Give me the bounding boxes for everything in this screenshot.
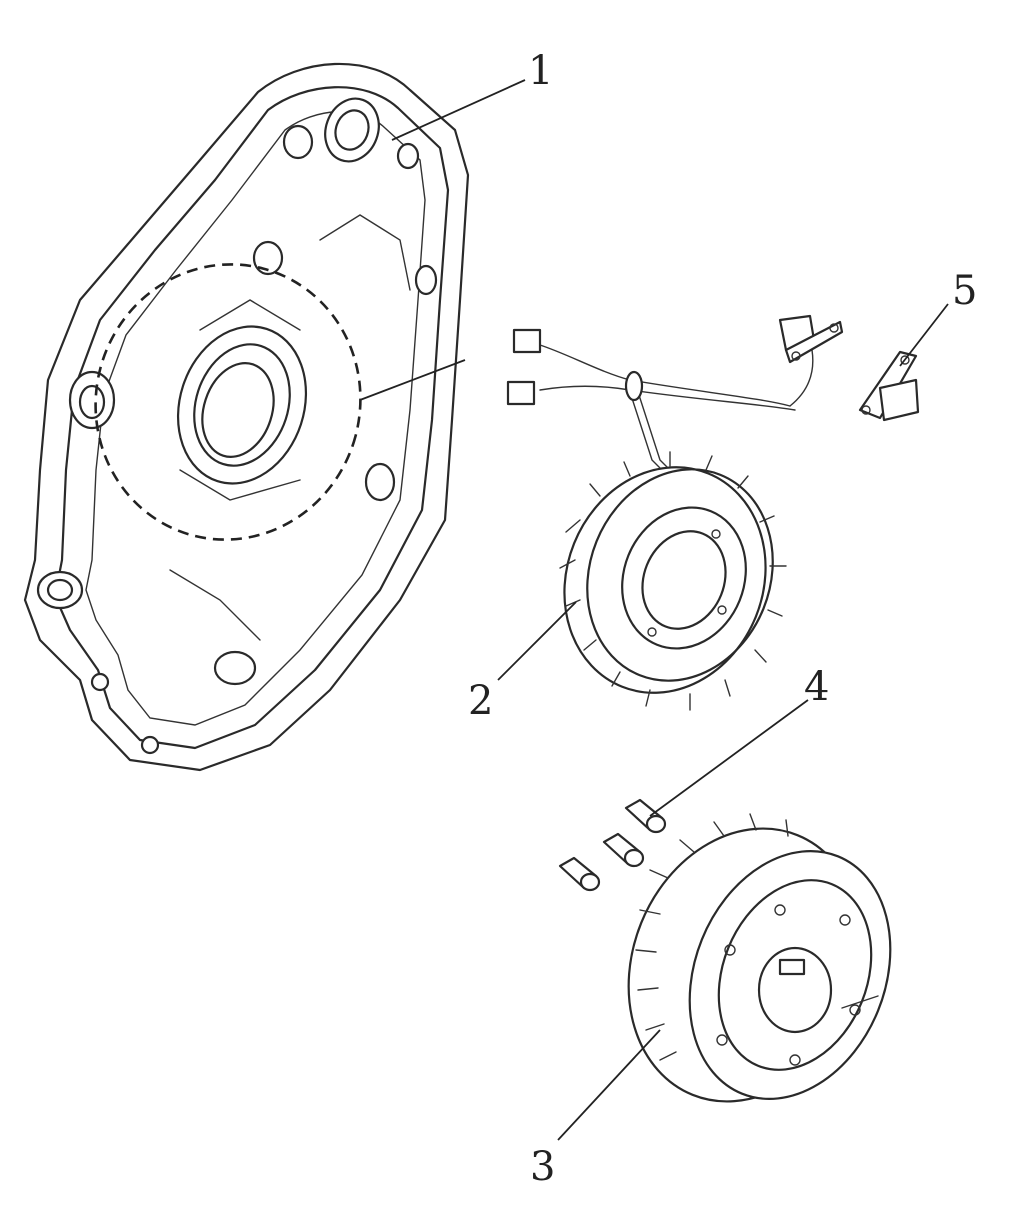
stator-coil [506, 314, 844, 711]
callout-3: 3 [530, 1144, 555, 1190]
pickup-sensor [858, 350, 920, 422]
leader-line-5 [899, 303, 949, 367]
leader-line-2 [497, 601, 577, 681]
callout-1: 1 [528, 48, 553, 94]
crankcase-cover [23, 62, 470, 772]
leader-lines [359, 79, 949, 1141]
callout-4: 4 [804, 664, 829, 710]
callout-2: 2 [468, 678, 493, 724]
flywheel-rotor [627, 813, 892, 1103]
stator-location-dashed-circle [94, 263, 362, 541]
bolts [558, 798, 667, 892]
leader-line-1 [391, 79, 526, 141]
leader-line-1b [359, 359, 466, 401]
leader-line-3 [557, 1029, 661, 1141]
leader-line-4 [649, 699, 809, 817]
callout-5: 5 [952, 268, 977, 314]
